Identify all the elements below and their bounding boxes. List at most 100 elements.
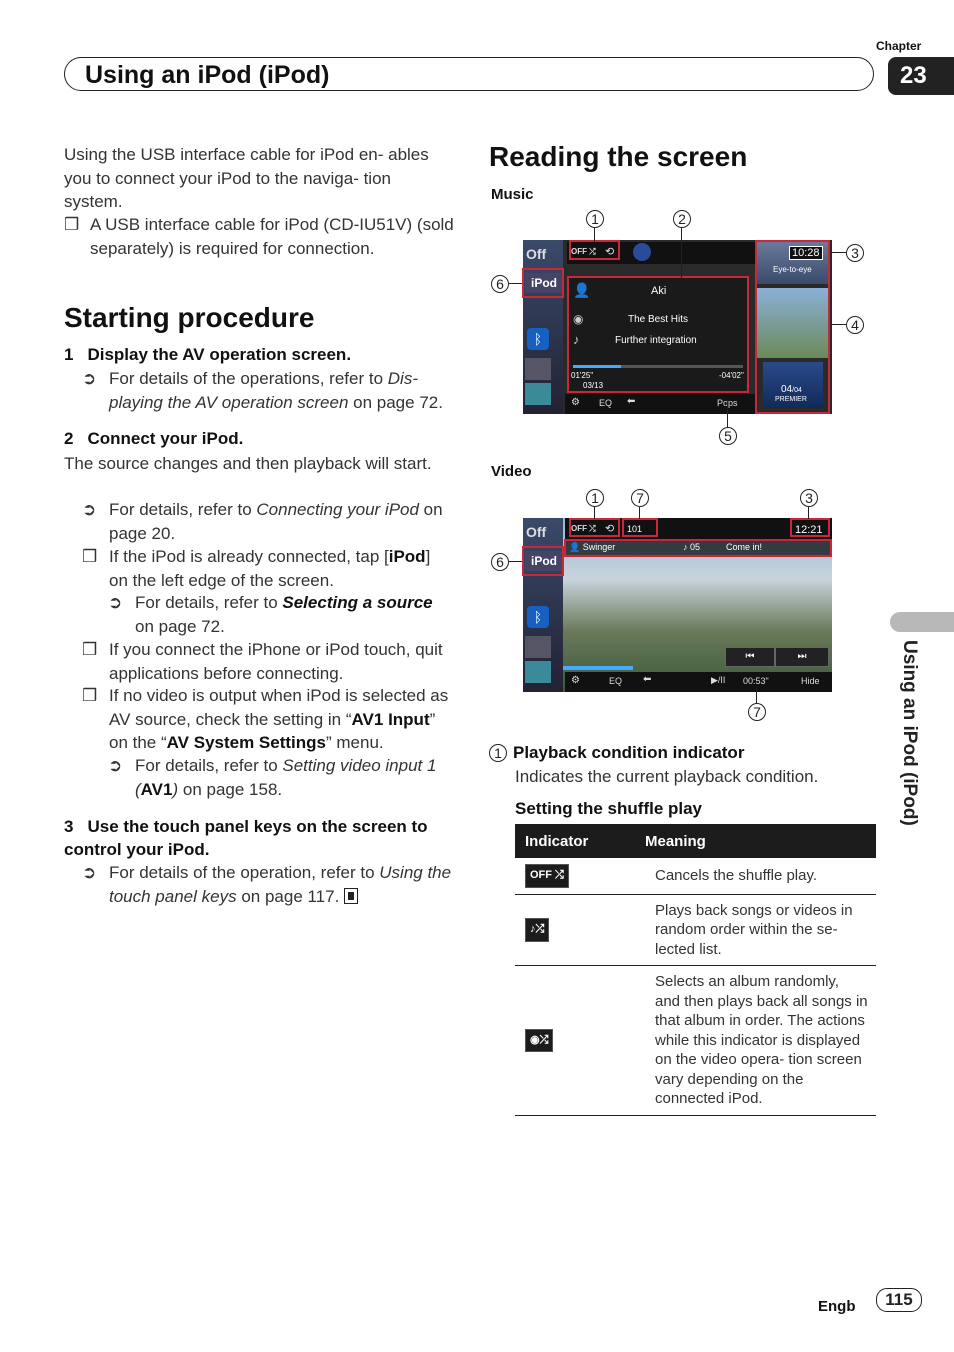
highlight-ipod-source bbox=[522, 546, 564, 576]
back-icon: ⬅ bbox=[627, 396, 636, 407]
callout-3: 3 bbox=[800, 489, 818, 507]
chapter-title-bar: Using an iPod (iPod) bbox=[64, 57, 874, 91]
starting-procedure-heading: Starting procedure bbox=[64, 302, 315, 333]
leader-line bbox=[594, 228, 595, 242]
shuffle-songs-icon: ♪⤮ bbox=[525, 918, 550, 942]
shuffle-heading: Setting the shuffle play bbox=[515, 799, 703, 818]
chapter-number: 23 bbox=[888, 57, 954, 95]
intro-paragraph: Using the USB interface cable for iPod e… bbox=[64, 145, 429, 211]
step-1-reference: ➲ For details of the operations, refer t… bbox=[82, 369, 443, 412]
shuffle-indicator-table: Indicator Meaning OFF ⤮ Cancels the shuf… bbox=[515, 824, 876, 1116]
step-2-note-b: ❒ If you connect the iPhone or iPod touc… bbox=[82, 640, 443, 683]
music-album: The Best Hits bbox=[628, 314, 689, 325]
leader-line bbox=[509, 561, 522, 562]
arrow-bullet-icon: ➲ bbox=[108, 756, 123, 775]
leader-line bbox=[808, 507, 809, 519]
video-artist: 👤 Swinger bbox=[569, 542, 616, 552]
music-eq: EQ bbox=[599, 398, 613, 408]
video-counter: 101 bbox=[627, 524, 643, 534]
checkbox-bullet-icon: ❒ bbox=[64, 215, 80, 234]
video-eq: EQ bbox=[609, 676, 623, 686]
arrow-bullet-icon: ➲ bbox=[82, 500, 97, 519]
off-source-icon: Off bbox=[526, 524, 547, 540]
video-top-bar bbox=[565, 518, 832, 539]
repeat-icon: ⟲ bbox=[605, 523, 615, 535]
mirror-av-icon bbox=[525, 636, 551, 658]
table-header-row: Indicator Meaning bbox=[515, 824, 876, 858]
callout-7: 7 bbox=[748, 703, 766, 721]
ipod-source-icon: iPod bbox=[525, 273, 563, 293]
music-remaining: -04'02" bbox=[719, 371, 744, 380]
step-2-reference-3: ➲ For details, refer to Setting video in… bbox=[108, 756, 437, 799]
language-label: Engb bbox=[818, 1298, 856, 1315]
leader-line bbox=[830, 324, 846, 325]
table-row: ♪⤮ Plays back songs or videos in random … bbox=[515, 894, 876, 966]
callout-1: 1 bbox=[586, 210, 604, 228]
highlight-ipod-source bbox=[522, 268, 564, 298]
music-song: Further integration bbox=[615, 335, 697, 346]
arrow-bullet-icon: ➲ bbox=[108, 593, 123, 612]
callout-4: 4 bbox=[846, 316, 864, 334]
chapter-label: Chapter bbox=[876, 39, 922, 53]
col-indicator: Indicator bbox=[515, 824, 635, 858]
page-number: 115 bbox=[876, 1288, 922, 1312]
next-track-icon: ⏭ bbox=[775, 647, 829, 667]
prev-track-icon: ⏮ bbox=[725, 647, 775, 667]
step-2-body: The source changes and then playback wil… bbox=[64, 454, 432, 473]
video-hide: Hide bbox=[801, 676, 820, 686]
callout-6: 6 bbox=[491, 553, 509, 571]
disc-icon bbox=[525, 661, 551, 683]
leader-line bbox=[594, 507, 595, 519]
music-bottom-bar bbox=[565, 394, 755, 414]
video-info-bar bbox=[565, 540, 830, 555]
music-track: 03/13 bbox=[583, 381, 604, 390]
leader-line bbox=[727, 400, 728, 427]
highlight-album-art bbox=[755, 240, 830, 414]
highlight-info-bar bbox=[564, 539, 832, 557]
album-art-mountain bbox=[757, 288, 829, 358]
step-2-note-a: ❒ If the iPod is already connected, tap … bbox=[82, 547, 431, 590]
end-mark-icon bbox=[344, 887, 359, 904]
callout-6: 6 bbox=[491, 275, 509, 293]
music-elapsed: 01'25" bbox=[571, 371, 594, 380]
callout-1: 1 bbox=[586, 489, 604, 507]
settings-icon: ⚙ bbox=[571, 397, 580, 408]
leader-line bbox=[639, 507, 640, 519]
bluetooth-icon: ᛒ bbox=[527, 328, 549, 350]
highlight-playback-indicator bbox=[569, 518, 620, 537]
off-source-icon: Off bbox=[526, 246, 547, 262]
album-icon: ◉ bbox=[573, 312, 584, 326]
music-artist: Aki bbox=[651, 285, 667, 297]
ipod-source-icon: iPod bbox=[525, 551, 563, 571]
video-track: ♪ 05 bbox=[683, 542, 701, 552]
callout-5: 5 bbox=[719, 427, 737, 445]
leader-line bbox=[830, 252, 846, 253]
highlight-playback-indicator bbox=[569, 240, 620, 260]
highlight-clock bbox=[790, 518, 830, 537]
step-3-reference: ➲ For details of the operation, refer to… bbox=[82, 863, 452, 906]
song-info-panel bbox=[569, 278, 747, 396]
col-meaning: Meaning bbox=[635, 824, 876, 858]
checkbox-bullet-icon: ❒ bbox=[82, 686, 98, 705]
leader-line bbox=[509, 283, 522, 284]
music-premier: PREMIER bbox=[775, 396, 807, 403]
shuffle-off-icon: OFF ⤮ bbox=[571, 247, 596, 256]
reading-screen-heading: Reading the screen bbox=[489, 141, 748, 172]
music-label: Music bbox=[491, 186, 534, 203]
video-label: Video bbox=[491, 463, 532, 480]
checkbox-bullet-icon: ❒ bbox=[82, 547, 98, 566]
shuffle-albums-icon: ◉⤮ bbox=[525, 1028, 554, 1052]
video-screen-image: Off iPod ᛒ OFF ⤮ ⟲ 101 12:21 👤 Swinger ♪… bbox=[523, 518, 832, 692]
shuffle-off-icon: OFF ⤮ bbox=[571, 524, 596, 533]
back-icon: ⬅ bbox=[643, 674, 652, 685]
music-track-no: 04/04 bbox=[781, 384, 802, 395]
music-clock: 10:28 bbox=[789, 246, 823, 260]
step-2-note-c: ❒ If no video is output when iPod is sel… bbox=[82, 686, 449, 752]
music-progress-fill bbox=[573, 365, 621, 368]
disc-icon bbox=[525, 383, 551, 405]
highlight-song-info bbox=[567, 276, 749, 393]
side-tab-label: Using an iPod (iPod) bbox=[899, 640, 920, 826]
album-art-premier bbox=[763, 362, 823, 408]
